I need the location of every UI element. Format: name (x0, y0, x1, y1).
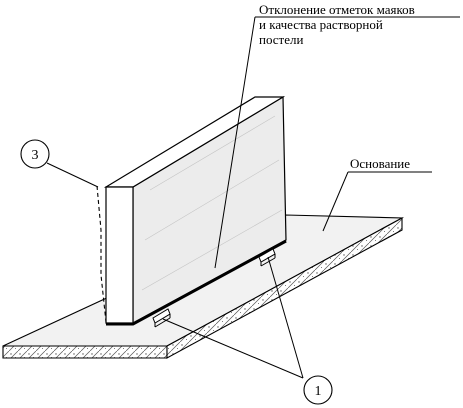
leader-one-a (162, 318, 304, 379)
label-deviation: Отклонение отметок маяков и качества рас… (259, 2, 415, 47)
leader-base (322, 171, 349, 232)
leader-lines (46, 16, 460, 379)
leader-one-b (267, 256, 304, 379)
leader-three (46, 162, 99, 188)
dashed-contour (96, 185, 107, 323)
beacon-front (152, 308, 171, 328)
base-right-edge (166, 217, 403, 359)
block-end-face (105, 186, 134, 324)
label-deviation-line2: и качества растворной (259, 17, 383, 32)
callout-one-number: 1 (315, 384, 322, 399)
base-front-edge (2, 345, 168, 359)
mortar-bed-line (106, 239, 287, 326)
block-side-shading (141, 115, 283, 291)
callout-three-number: 3 (32, 148, 39, 163)
beacon-rear (258, 248, 276, 267)
label-deviation-line3: постели (259, 32, 303, 47)
label-deviation-line1: Отклонение отметок маяков (259, 2, 415, 17)
label-base: Основание (350, 156, 410, 171)
leader-deviation (214, 16, 256, 269)
callout-three: 3 (20, 139, 50, 169)
callout-one: 1 (303, 375, 333, 405)
